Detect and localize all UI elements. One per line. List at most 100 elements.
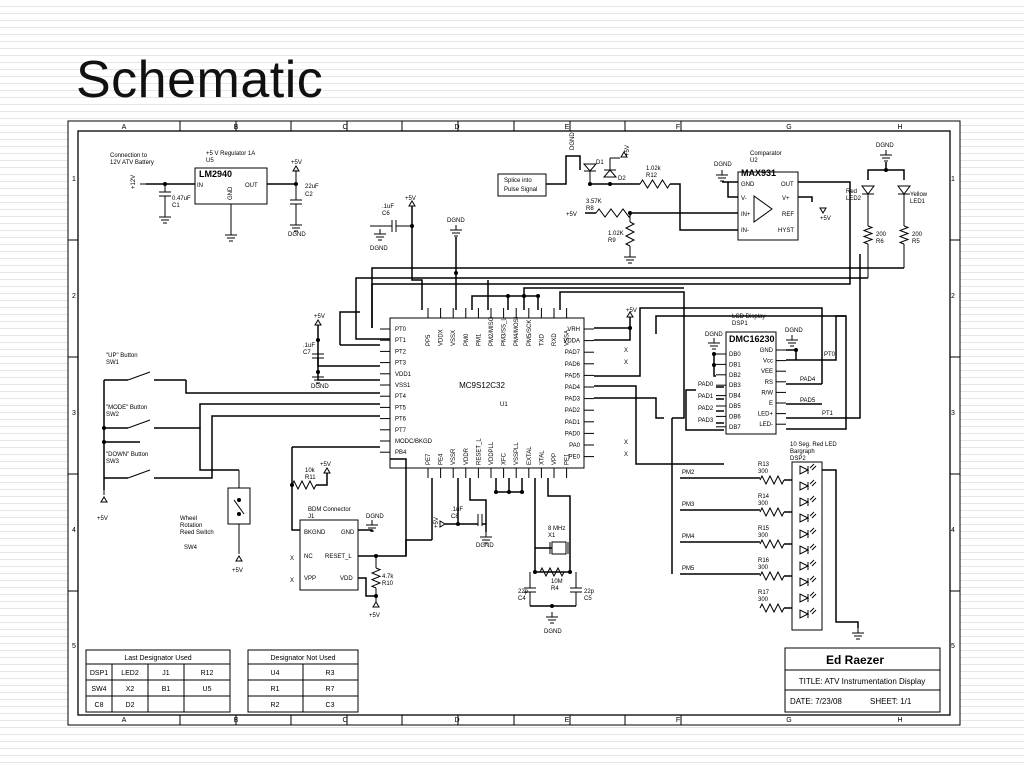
bdm-pin: GND — [341, 530, 355, 536]
sw2-ref: SW2 — [106, 412, 120, 418]
title-block-author: Ed Raezer — [826, 653, 884, 667]
resistor-symbol — [759, 506, 785, 518]
supply-label: +5V — [320, 462, 331, 468]
c4-ref: C4 — [518, 596, 526, 602]
last-designator-cell: R12 — [201, 670, 214, 677]
ground-label: DGND — [366, 514, 384, 520]
bargraph-resistor-ref: R17 — [758, 590, 770, 596]
junction-dot — [374, 594, 378, 598]
bargraph-emission — [809, 463, 815, 469]
crystal-freq: 8 MHz — [548, 526, 565, 532]
junction-dot — [102, 426, 106, 430]
lcd-right-pin: R/W — [761, 390, 773, 396]
bargraph-emission — [809, 527, 815, 533]
grid-row-label: 1 — [72, 176, 76, 183]
resistor-symbol — [759, 602, 785, 614]
mcu-right-pin: PAD5 — [565, 373, 581, 379]
bargraph-emission — [809, 543, 815, 549]
mcu-left-pin: MODC/BKGD — [395, 439, 433, 445]
sw1-ref: SW1 — [106, 360, 120, 366]
junction-dot — [536, 294, 540, 298]
r6-ref: R6 — [876, 239, 884, 245]
last-designator-title: Last Designator Used — [124, 655, 191, 662]
grid-column-label: H — [897, 124, 902, 131]
wire-lcd-pt1 — [786, 254, 861, 419]
wire-lcd-pt0 — [786, 315, 846, 361]
wire-vdd1 — [317, 325, 380, 367]
regulator-pin: GND — [228, 186, 234, 200]
supply-label: +5V — [434, 517, 440, 528]
wire-comp-vplus — [798, 196, 813, 202]
component-symbols — [68, 121, 960, 725]
mcu-top-pin: VDDX — [439, 329, 445, 346]
resistor-symbol — [539, 566, 565, 578]
bargraph-resistor-ref: R15 — [758, 526, 770, 532]
comparator-pin: V+ — [782, 196, 790, 202]
bargraph-emission — [809, 575, 815, 581]
bargraph-emission — [811, 609, 817, 615]
junction-dot — [884, 168, 888, 172]
comparator-box — [737, 171, 799, 241]
ground-label: DGND — [311, 384, 329, 390]
grid-column-label: A — [122, 717, 127, 724]
wire-led-gnd — [886, 169, 905, 180]
grid-column-label: C — [342, 124, 347, 131]
grid-column-label: F — [676, 124, 680, 131]
junction-dot — [374, 554, 378, 558]
r6-value: 200 — [876, 232, 887, 238]
grid-column-label: C — [342, 717, 347, 724]
grid-row-label: 5 — [72, 643, 76, 650]
bdm-pin: RESET_L — [325, 554, 352, 560]
mcu-right-pin: PAD3 — [565, 397, 581, 403]
supply-arrow — [314, 319, 322, 326]
mcu-bottom-pin: XFC — [502, 452, 508, 465]
bdm-box — [299, 519, 359, 591]
resistor-symbol — [370, 567, 382, 589]
mcu-left-pin: PT0 — [395, 327, 407, 333]
mcu-right-pin: PAD4 — [565, 385, 581, 391]
wire-pt4 — [185, 380, 380, 394]
regulator-pin: OUT — [245, 183, 258, 189]
reed-blade — [233, 499, 245, 515]
switch-blade — [127, 371, 151, 381]
not-used-cell: R3 — [326, 670, 335, 677]
last-designator-cell: LED2 — [121, 670, 139, 677]
bargraph-emission — [809, 479, 815, 485]
bargraph-segment — [799, 561, 810, 571]
supply-label: +5V — [369, 613, 380, 619]
mcu-top-pin: PM5/SCK — [527, 320, 533, 346]
supply-label: +5V — [405, 196, 416, 202]
bargraph-resistor-ref: R14 — [758, 494, 770, 500]
bargraph-resistor-ref: R13 — [758, 462, 770, 468]
not-used-cell: U4 — [271, 670, 280, 677]
lcd-right-pin: GND — [760, 348, 774, 354]
bargraph-label: Bargraph — [790, 449, 815, 455]
grid-row-label: 2 — [951, 293, 955, 300]
grid-column-label: G — [786, 717, 791, 724]
ground-label: DGND — [544, 629, 562, 635]
wire-pt5 — [186, 403, 380, 429]
junction-dot — [712, 352, 716, 356]
wire-led-yellow — [371, 267, 904, 328]
supply-label: +5V — [97, 516, 108, 522]
sw1-label: "UP" Button — [106, 353, 138, 359]
junction-dot — [410, 224, 414, 228]
lcd-left-pin: DB5 — [729, 404, 741, 410]
resistor-symbol — [624, 221, 636, 247]
mcu-top-pin: PM3/SS_L — [502, 317, 508, 346]
bargraph-segment — [799, 513, 810, 523]
mcu-left-pin: PT3 — [395, 361, 407, 367]
resistor-symbol — [639, 179, 671, 189]
regulator-title: +5 V Regulator 1A — [206, 151, 255, 157]
bargraph-emission — [809, 495, 815, 501]
not-used-cell: R2 — [271, 702, 280, 709]
comparator-pin: GND — [741, 182, 755, 188]
bargraph-emission — [811, 577, 817, 583]
mcu-right-pin: PAD1 — [565, 420, 581, 426]
lcd-right-pin: LED- — [759, 422, 773, 428]
bargraph-emission — [809, 607, 815, 613]
bargraph-emission — [811, 497, 817, 503]
